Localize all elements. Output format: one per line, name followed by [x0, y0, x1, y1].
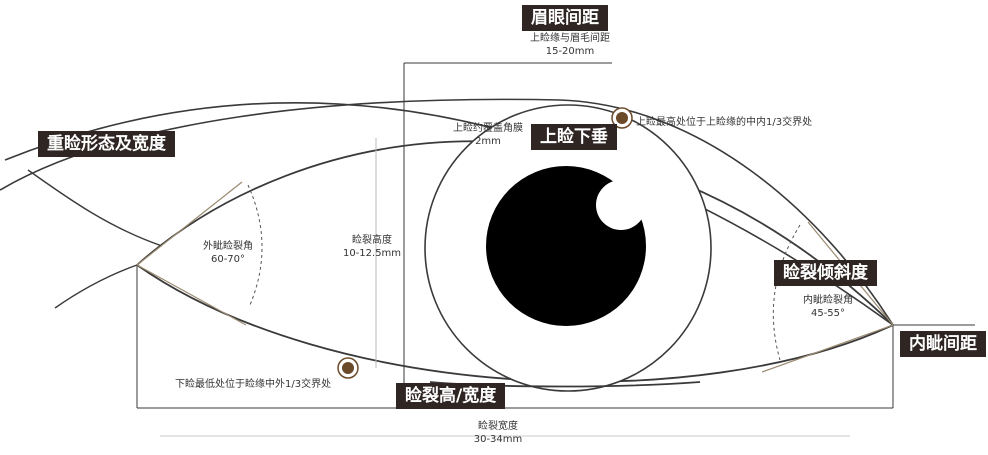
inner-angle-note: 内眦睑裂角 45-55° — [792, 294, 864, 320]
outer-tangent-lower — [136, 264, 247, 326]
brow-line — [4, 101, 894, 326]
fissure-width-value: 30-34mm — [473, 434, 523, 445]
cornea-cover-note: 上睑约覆盖角膜 2mm — [448, 122, 528, 148]
inner-angle-text: 内眦睑裂角 — [803, 295, 853, 306]
fissure-width-text: 睑裂宽度 — [478, 421, 518, 432]
outer-angle-note: 外眦睑裂角 60-70° — [192, 240, 264, 266]
fissure-height-note: 睑裂高度 10-12.5mm — [334, 234, 410, 260]
cornea-cover-value: 2mm — [475, 136, 501, 147]
fissure-height-width-label: 睑裂高/宽度 — [396, 383, 506, 409]
inner-tangent-lower — [761, 324, 894, 373]
inner-canthus-distance-label: 内眦间距 — [900, 331, 986, 357]
cornea-cover-text: 上睑约覆盖角膜 — [453, 123, 523, 134]
measurement-guides — [136, 62, 975, 409]
upper-high-point-marker — [611, 107, 633, 129]
lower-low-point-marker — [337, 357, 359, 379]
fissure-height-text: 睑裂高度 — [352, 235, 392, 246]
fissure-slant-label: 睑裂倾斜度 — [774, 260, 877, 286]
brow-eye-distance-label: 眉眼间距 — [522, 5, 608, 31]
lid-brow-gap-note: 上睑缘与眉毛间距 15-20mm — [518, 32, 622, 58]
upper-high-point-note: 上睑最高处位于上睑缘的中内1/3交界处 — [636, 117, 813, 128]
fissure-width-note: 睑裂宽度 30-34mm — [460, 420, 536, 446]
outer-tail-line — [54, 264, 138, 309]
outer-tangent-upper — [136, 181, 243, 266]
pupil-highlight — [596, 180, 646, 230]
lid-brow-gap-text: 上睑缘与眉毛间距 — [530, 33, 610, 44]
outer-angle-value: 60-70° — [210, 254, 246, 265]
crease-tail-line — [27, 169, 163, 247]
inner-angle-value: 45-55° — [810, 308, 846, 319]
outer-angle-text: 外眦睑裂角 — [203, 241, 253, 252]
outer-angle-arc — [247, 184, 263, 306]
double-lid-label: 重睑形态及宽度 — [38, 131, 175, 157]
fissure-height-value: 10-12.5mm — [342, 248, 402, 259]
lower-low-point-note: 下睑最低处位于睑缘中外1/3交界处 — [175, 379, 332, 390]
upper-lid-droop-label: 上睑下垂 — [531, 124, 617, 150]
lid-brow-gap-value: 15-20mm — [545, 46, 595, 57]
